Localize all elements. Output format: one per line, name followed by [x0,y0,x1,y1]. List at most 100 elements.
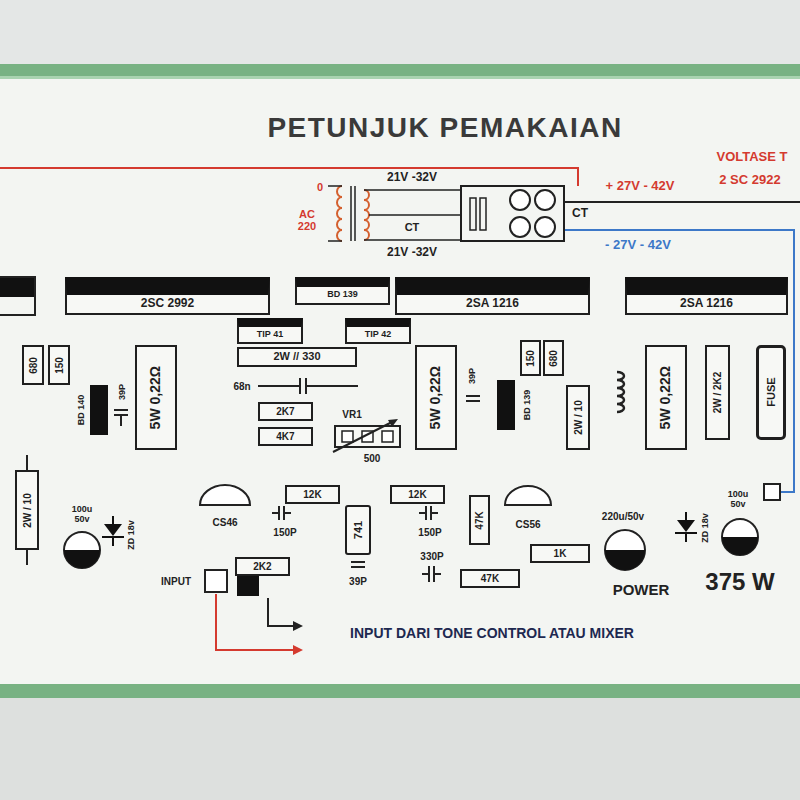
leader-arrow [293,645,303,655]
resistor-box: 47K [460,569,520,588]
tap-label: CT [405,221,420,233]
signal-label: INPUT [161,576,191,587]
leader-arrow [216,594,293,650]
transistor-body [497,380,515,430]
terminal-screw [510,217,530,237]
part-text: 2K7 [276,406,294,417]
part-label: VR1 [342,409,361,420]
supply-pad [764,484,780,500]
transistor-outline [0,277,35,315]
capacitor-symbol [722,537,758,555]
part-text: 741 [352,521,364,539]
value-label: 100u 50v [721,490,755,510]
part-text: 47K [474,511,485,529]
resistor-box: 2K2 [235,557,290,576]
part-label: BD 139 [523,390,533,421]
resistor-box: 150 [520,340,541,376]
resistor-box: 2W / 10 [566,385,590,450]
green-band [0,64,800,76]
zener-symbol [102,516,124,546]
transistor-outline: TIP 41 [237,318,303,344]
transformer-core [351,186,355,241]
transformer-coil [337,186,342,241]
part-text: 150 [54,357,65,374]
resistor-box: 12K [390,485,445,504]
part-text: CT [572,207,588,220]
terminal-slot [480,198,486,230]
transistor-outline: BD 139 [295,277,390,305]
resistor-box: 1K [530,544,590,563]
leader-arrow [268,598,293,626]
transistor-symbol [505,486,551,505]
part-text: 150 [525,350,536,367]
resistor-box: 150 [48,345,70,385]
table-ground [0,698,800,800]
supply-wire [0,168,578,186]
value-label: 68n [233,381,250,392]
capacitor-symbol [114,410,128,426]
supply-wire [565,230,794,492]
capacitor-symbol [351,562,365,567]
part-text: 2W / 10 [573,400,584,434]
resistor-box: 5W 0,22Ω [645,345,687,450]
value-label: 100u 50v [67,505,97,525]
resistor-box: 2W // 330 [237,347,357,367]
part-text: 4K7 [276,431,294,442]
transistor-outline: 2SA 1216 [625,277,788,315]
part-text: BD 139 [327,290,358,300]
capacitor-symbol [419,506,438,520]
signal-label: POWER [613,582,670,599]
note-text: VOLTASE T [716,150,787,164]
resistor-box: 47K [469,495,490,545]
zener-symbol [104,524,122,536]
part-text: 5W 0,22Ω [658,366,673,429]
zener-symbol [677,520,695,532]
terminal-slot [470,198,476,230]
trimmer-arrow [333,421,394,452]
capacitor-symbol [272,506,291,520]
trimmer-pin [382,431,393,442]
board-card [0,66,800,700]
value-label: 39P [468,368,478,384]
terminal-screw [535,190,555,210]
resistor-box: 12K [285,485,340,504]
part-text: 47K [481,573,499,584]
part-text: 1K [554,548,567,559]
part-text: 2K2 [253,561,271,572]
trimmer-outline [335,426,400,447]
part-label: ZD 18v [701,513,711,543]
value-label: 150P [418,527,441,538]
part-text: 680 [548,350,559,367]
part-label: ZD 18v [127,520,137,550]
part-text: 2SC 2992 [141,297,194,310]
voltage-label: 21V -32V [387,246,437,259]
terminal-label: 0 [317,181,323,193]
value-label: 150P [273,527,296,538]
part-label: CS46 [212,517,237,528]
transformer-coil [364,190,369,240]
transistor-bar [0,277,35,297]
part-text: 5W 0,22Ω [428,366,443,429]
resistor-box: 2W / 2K2 [705,345,730,440]
capacitor-symbol [64,550,100,568]
green-band [0,684,800,698]
capacitor-symbol [605,550,645,570]
value-label: 220u/50v [602,511,644,522]
input-pad [205,570,227,592]
resistor-box: 5W 0,22Ω [135,345,177,450]
rating-label: 375 W [705,569,774,595]
terminal-screw [535,217,555,237]
transistor-outline: TIP 42 [345,318,411,344]
part-text: 2W // 330 [273,350,320,362]
part-text: 2W / 2K2 [712,372,723,414]
part-text: FUSE [765,378,777,407]
trimmer-arrow [388,419,398,427]
value-label: 330P [420,551,443,562]
terminal-block: CT [460,185,565,242]
resistor-box: 680 [22,345,44,385]
capacitor-symbol [64,532,100,568]
capacitor-symbol [605,530,645,570]
transistor-body [90,385,108,435]
